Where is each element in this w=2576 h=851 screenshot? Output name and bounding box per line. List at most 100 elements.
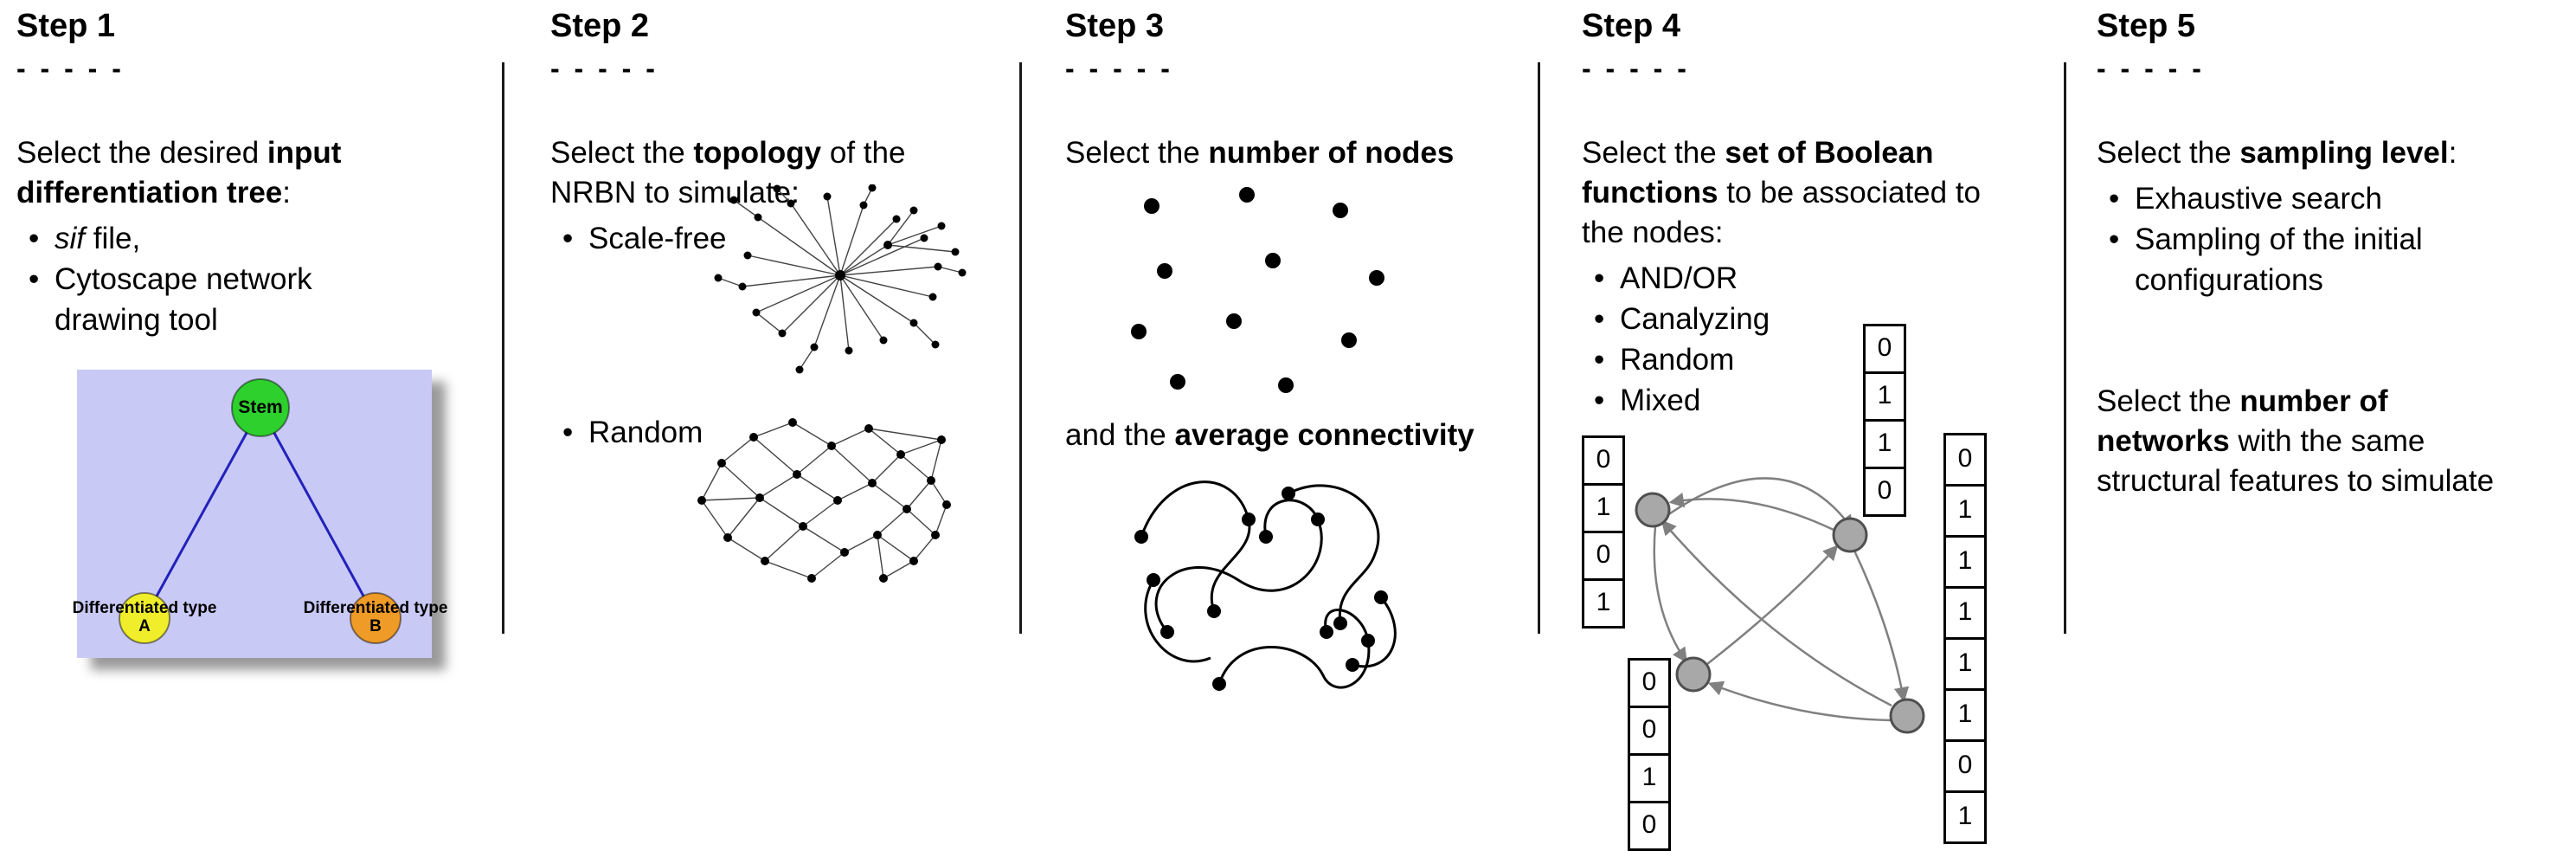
differentiated-a-node	[119, 592, 170, 644]
text-segment: Canalyzing	[1620, 302, 1770, 336]
stem-node-label: Stem	[238, 397, 283, 417]
nodes-scatter-image	[1131, 187, 1384, 393]
bullet-item: • Random	[1582, 339, 2053, 380]
bullet-marker: •	[562, 416, 574, 449]
step-4-column: Step 4 - - - - - Select the set of Boole…	[1582, 7, 2053, 851]
text-segment: networks	[2097, 424, 2230, 458]
bullet-marker: •	[29, 262, 40, 296]
truth-table-cell: 1	[1943, 637, 1987, 691]
bullet-label: AND/OR	[1620, 258, 2053, 299]
truth-table-cell: 1	[1582, 578, 1625, 629]
column-divider	[1019, 62, 1022, 634]
step-1-title: Step 1	[16, 8, 116, 44]
text-segment: functions	[1582, 176, 1718, 210]
truth-table-cell: 0	[1582, 531, 1625, 581]
truth-table-cell: 1	[1943, 586, 1987, 640]
truth-table-cell: 0	[1863, 467, 1906, 517]
differentiated-b-node	[350, 592, 401, 644]
text-segment: Exhaustive search	[2135, 182, 2382, 216]
tangled-nodes	[1134, 487, 1388, 691]
truth-table-cell: 1	[1863, 371, 1906, 422]
bullet-item: • Canalyzing	[1582, 299, 2053, 339]
connectivity-network-image	[1134, 480, 1397, 691]
truth-table-cell: 0	[1628, 658, 1671, 708]
bullet-label: Canalyzing	[1620, 299, 2053, 339]
tree-edge	[259, 407, 377, 619]
tangled-edges	[1140, 480, 1397, 689]
step-5-dashes: - - - - -	[2097, 53, 2205, 84]
bullet-label: Random	[1620, 339, 2053, 380]
text-segment: the nodes:	[1582, 216, 1724, 249]
bullet-marker: •	[1594, 261, 1605, 295]
truth-table-cell: 0	[1582, 435, 1625, 486]
text-segment: topology	[693, 136, 822, 170]
bullet-label: Mixed	[1620, 380, 2053, 421]
text-segment: sif	[55, 222, 85, 255]
network-edges	[701, 422, 948, 579]
step-3-intro-2: and the average connectivity	[1065, 416, 1474, 455]
step-2-title: Step 2	[550, 8, 650, 44]
truth-table-cell: 1	[1863, 419, 1906, 469]
text-segment: number of nodes	[1208, 136, 1455, 170]
text-segment: structural features to simulate	[2097, 464, 2495, 498]
step-4-title: Step 4	[1582, 8, 1681, 44]
step-5-bullets: • Exhaustive search • Sampling of the in…	[2097, 178, 2564, 300]
truth-table-cell: 1	[1628, 753, 1671, 803]
bullet-marker: •	[2109, 182, 2120, 216]
text-segment: and the	[1065, 418, 1175, 452]
differentiation-tree-figure: Stem Differentiated type A Differentiate…	[73, 370, 447, 658]
text-segment: NRBN to simulate:	[550, 176, 800, 210]
bullet-marker: •	[1594, 302, 1605, 336]
differentiation-tree-image	[77, 370, 432, 658]
step-4-dashes: - - - - -	[1582, 53, 1690, 84]
text-segment: to be associated to	[1718, 176, 1982, 210]
truth-table-cell: 0	[1943, 433, 1987, 487]
truth-table-cell: 1	[1582, 483, 1625, 533]
scale-free-network-image	[714, 184, 967, 374]
step-3-dashes: - - - - -	[1065, 53, 1173, 84]
bullet-label: sif file,	[55, 218, 488, 259]
text-segment: drawing tool	[55, 303, 218, 337]
bullet-item: • Random	[550, 412, 896, 453]
gene-node	[1675, 656, 1712, 693]
bullet-item: • AND/OR	[1582, 258, 2053, 299]
text-segment: AND/OR	[1620, 261, 1738, 295]
bullet-item: • Scale-free	[550, 218, 1009, 259]
boolean-network-edges	[1653, 477, 1910, 722]
text-segment: Select the	[1582, 136, 1725, 170]
bullet-item: • sif file,	[16, 218, 488, 259]
text-segment: number of	[2239, 384, 2388, 418]
step-5-intro: Select the sampling level:	[2097, 133, 2564, 173]
text-segment: Scale-free	[588, 222, 727, 255]
bullet-marker: •	[562, 222, 574, 255]
text-segment: Select the desired	[16, 136, 267, 170]
tree-edge	[143, 407, 262, 619]
bullet-marker: •	[1594, 384, 1605, 417]
node-a-label: Differentiated type A	[72, 599, 217, 635]
stem-node	[231, 378, 290, 437]
truth-table-cell: 0	[1863, 324, 1906, 374]
column-divider	[2064, 62, 2066, 634]
step-2-dashes: - - - - -	[550, 53, 658, 84]
text-segment: differentiation tree	[16, 176, 283, 210]
text-segment: Random	[588, 416, 703, 449]
text-segment: :	[282, 176, 291, 210]
step-1-dashes: - - - - -	[16, 53, 125, 84]
scatter-dots	[1131, 187, 1384, 393]
bullet-marker: •	[1594, 343, 1605, 377]
gene-node	[1832, 517, 1868, 553]
step-5-column: Step 5 - - - - - Select the sampling lev…	[2097, 7, 2564, 498]
random-network-image	[697, 418, 951, 583]
text-segment: sampling level	[2239, 136, 2449, 170]
